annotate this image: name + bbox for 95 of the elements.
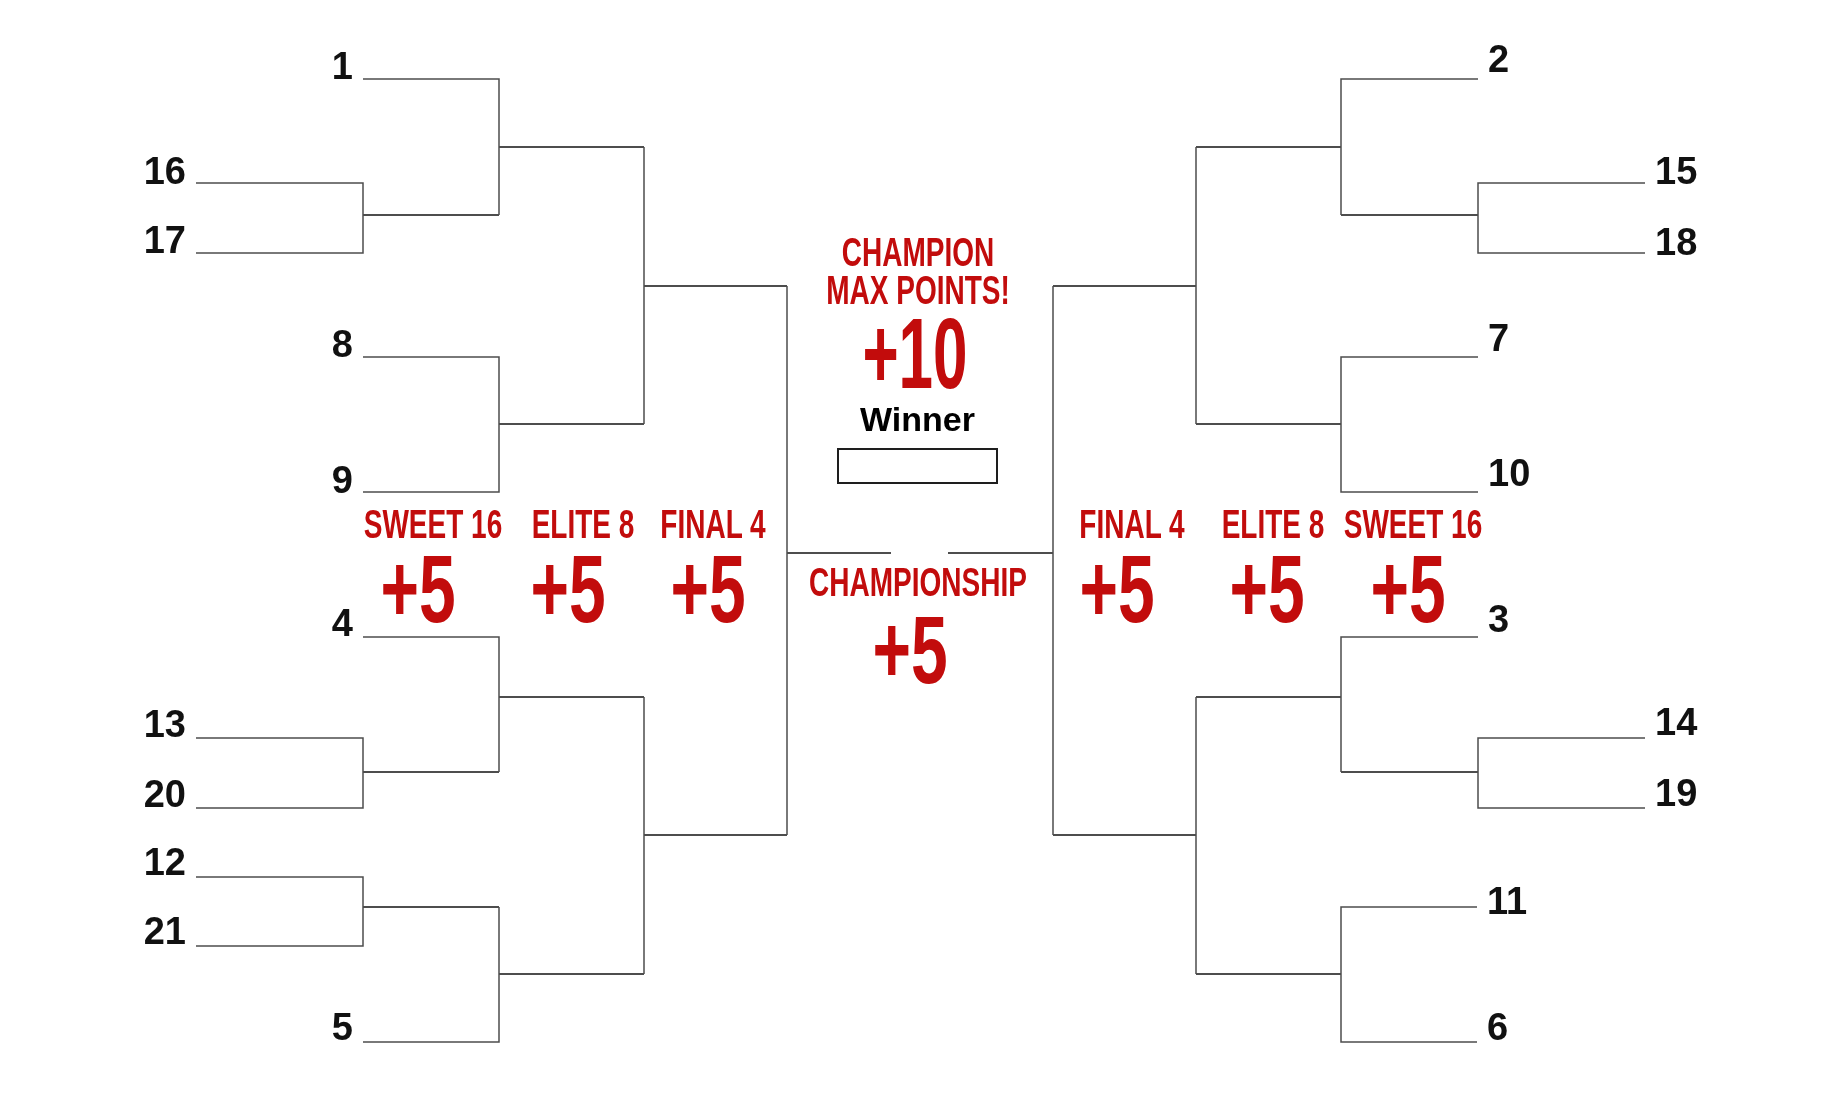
seed-number: 19: [1655, 777, 1698, 808]
bracket-line: [644, 285, 787, 287]
bracket-line: [499, 146, 644, 148]
bracket-line: [787, 552, 891, 554]
bracket-line: [499, 423, 644, 425]
bracket-connector: [195, 771, 364, 809]
bracket-line: [363, 214, 499, 216]
seed-number: 17: [143, 224, 186, 255]
bracket-connector: [195, 214, 364, 254]
round-heading: FINAL 4: [660, 508, 766, 541]
points-value: +5: [380, 550, 456, 628]
bracket-line: [948, 552, 1053, 554]
bracket-connector: [1195, 285, 1197, 425]
bracket-connector: [1340, 636, 1479, 698]
bracket-line: [363, 906, 499, 908]
points-value: +5: [1079, 550, 1155, 628]
seed-number: 16: [143, 155, 186, 186]
bracket-line: [1196, 146, 1341, 148]
seed-number: 9: [331, 464, 353, 495]
bracket-connector: [195, 876, 364, 908]
bracket-line: [1196, 973, 1341, 975]
points-value: +5: [872, 611, 948, 689]
seed-number: 12: [143, 846, 186, 877]
bracket-line: [1196, 423, 1341, 425]
seed-number: 2: [1488, 43, 1510, 74]
bracket-line: [499, 973, 644, 975]
bracket-connector: [1052, 552, 1054, 836]
bracket-connector: [195, 182, 364, 216]
bracket-connector: [1477, 182, 1646, 216]
bracket-connector: [362, 78, 500, 148]
box-heading: Winner: [860, 406, 975, 434]
seed-number: 1: [331, 50, 353, 81]
seed-number: 13: [143, 708, 186, 739]
bracket-connector: [786, 552, 788, 836]
bracket-connector: [1195, 696, 1197, 836]
round-heading: ELITE 8: [531, 508, 635, 541]
bracket-connector: [1195, 834, 1197, 975]
bracket-connector: [362, 636, 500, 698]
bracket-line: [499, 696, 644, 698]
points-value: +5: [530, 550, 606, 628]
seed-number: 18: [1655, 226, 1698, 257]
prize-heading: CHAMPION MAX POINTS!: [825, 233, 1011, 310]
bracket-line: [1341, 771, 1478, 773]
bracket-connector: [195, 906, 364, 947]
bracket-line: [644, 834, 787, 836]
bracket-connector: [362, 356, 500, 425]
bracket-connector: [643, 285, 645, 425]
points-value: +10: [862, 313, 968, 394]
points-value: +5: [1370, 550, 1446, 628]
round-heading: FINAL 4: [1079, 508, 1185, 541]
bracket-connector: [1340, 356, 1479, 425]
bracket-connector: [1340, 906, 1478, 975]
bracket-connector: [1340, 696, 1342, 773]
bracket-connector: [1340, 973, 1478, 1043]
bracket-connector: [1340, 423, 1479, 493]
bracket-connector: [1340, 78, 1479, 148]
round-heading: CHAMPIONSHIP: [809, 566, 1027, 599]
bracket-connector: [643, 146, 645, 287]
seed-number: 7: [1488, 322, 1510, 353]
seed-number: 8: [331, 328, 353, 359]
seed-number: 14: [1655, 706, 1698, 737]
bracket-connector: [643, 834, 645, 975]
bracket-connector: [498, 696, 500, 773]
bracket-connector: [1477, 771, 1646, 809]
bracket-connector: [498, 146, 500, 216]
seed-number: 20: [143, 778, 186, 809]
round-heading: SWEET 16: [363, 508, 503, 541]
bracket-line: [1341, 214, 1478, 216]
bracket-connector: [1052, 285, 1054, 554]
round-heading: SWEET 16: [1343, 508, 1483, 541]
bracket-connector: [1340, 146, 1342, 216]
bracket-line: [1053, 285, 1196, 287]
seed-number: 21: [143, 915, 186, 946]
bracket-connector: [1195, 146, 1197, 287]
bracket-connector: [1477, 737, 1646, 773]
seed-number: 10: [1488, 457, 1531, 488]
bracket-line: [1053, 834, 1196, 836]
seed-number: 6: [1487, 1011, 1509, 1042]
bracket-connector: [498, 906, 500, 975]
seed-number: 3: [1488, 603, 1510, 634]
bracket-connector: [643, 696, 645, 836]
bracket-connector: [362, 973, 500, 1043]
seed-number: 15: [1655, 155, 1698, 186]
bracket-line: [1196, 696, 1341, 698]
bracket-connector: [1477, 214, 1646, 254]
bracket-connector: [195, 737, 364, 773]
seed-number: 5: [331, 1011, 353, 1042]
points-value: +5: [1229, 550, 1305, 628]
bracket-connector: [786, 285, 788, 554]
round-heading: ELITE 8: [1221, 508, 1325, 541]
bracket-connector: [362, 423, 500, 493]
seed-number: 11: [1487, 885, 1528, 916]
bracket-line: [363, 771, 499, 773]
points-value: +5: [670, 550, 746, 628]
seed-number: 4: [331, 607, 353, 638]
